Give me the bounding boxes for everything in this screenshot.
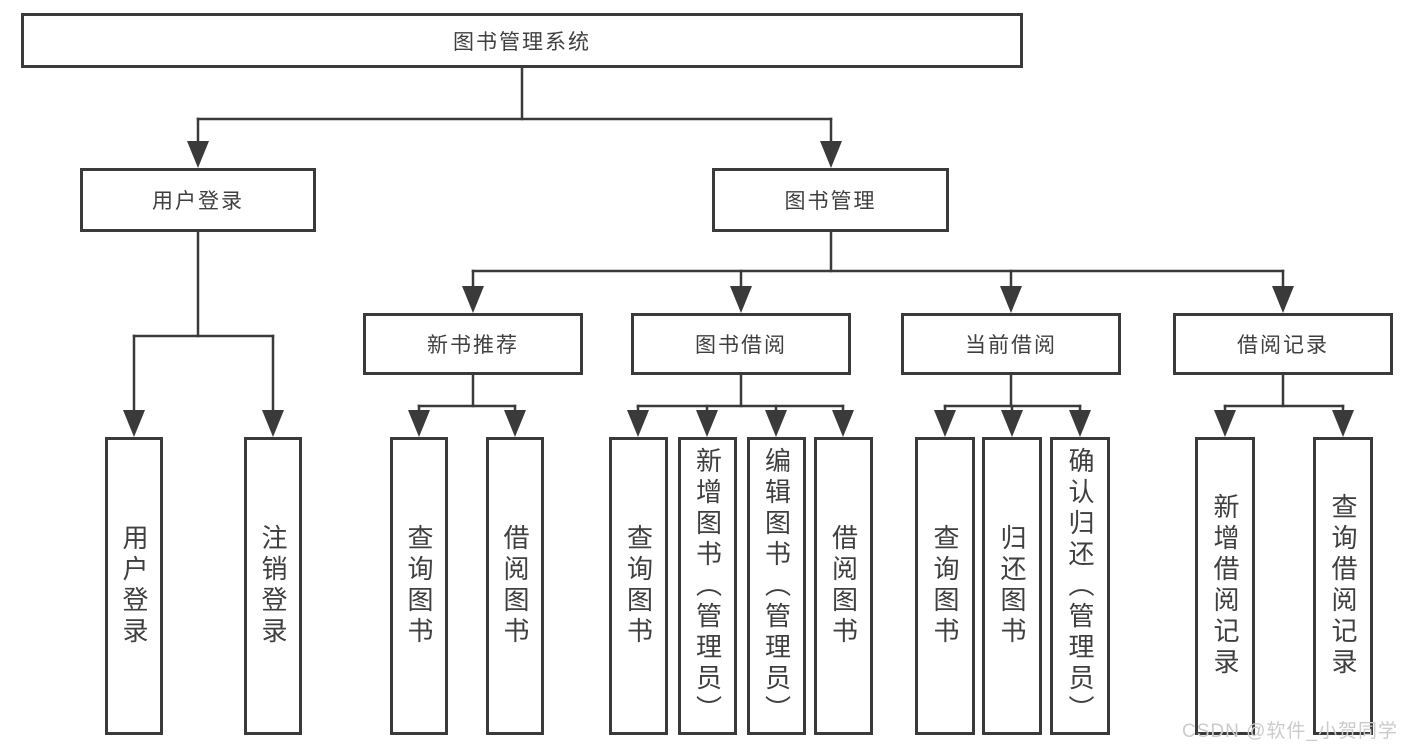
leaf-return-book: 归还图书	[982, 437, 1042, 735]
node-label: 查询图书	[930, 524, 960, 648]
leaf-borrow-books-recommend: 借阅图书	[486, 437, 544, 735]
node-book-borrowing: 图书借阅	[631, 313, 851, 375]
node-current-borrowing: 当前借阅	[901, 313, 1121, 375]
node-label: 注销登录	[258, 524, 288, 648]
node-library-management-system: 图书管理系统	[21, 13, 1023, 68]
leaf-query-books-recommend: 查询图书	[390, 437, 448, 735]
leaf-edit-book-admin: 编辑图书（管理员）	[747, 437, 806, 735]
node-label: 编辑图书（管理员）	[761, 446, 792, 726]
node-label: 图书管理系统	[453, 30, 591, 54]
leaf-borrow-books-borrowing: 借阅图书	[814, 437, 873, 735]
node-label: 确认归还（管理员）	[1065, 446, 1095, 726]
node-label: 当前借阅	[965, 334, 1057, 357]
node-borrowing-records: 借阅记录	[1173, 313, 1393, 375]
node-label: 借阅图书	[500, 524, 530, 648]
leaf-add-book-admin: 新增图书（管理员）	[678, 437, 737, 735]
node-label: 用户登录	[119, 524, 149, 648]
node-user-login-branch: 用户登录	[80, 168, 316, 232]
node-label: 新书推荐	[427, 334, 519, 357]
node-label: 借阅记录	[1237, 334, 1329, 357]
node-label: 借阅图书	[828, 524, 859, 648]
node-label: 新增图书（管理员）	[692, 446, 723, 726]
node-label: 图书管理	[784, 190, 877, 213]
arrowheads	[123, 141, 1354, 437]
leaf-query-books-current: 查询图书	[915, 437, 975, 735]
node-label: 查询借阅记录	[1328, 493, 1358, 679]
leaf-query-borrow-record: 查询借阅记录	[1313, 437, 1373, 735]
leaf-confirm-return-admin: 确认归还（管理员）	[1050, 437, 1110, 735]
node-book-management-branch: 图书管理	[712, 168, 949, 232]
node-label: 查询图书	[623, 524, 654, 648]
csdn-watermark: CSDN @软件_小贺同学	[1182, 721, 1398, 742]
leaf-query-books-borrowing: 查询图书	[609, 437, 668, 735]
node-new-book-recommendation: 新书推荐	[363, 313, 583, 375]
leaf-logout: 注销登录	[244, 437, 302, 735]
node-label: 用户登录	[152, 190, 244, 213]
node-label: 新增借阅记录	[1210, 493, 1240, 679]
leaf-add-borrow-record: 新增借阅记录	[1195, 437, 1255, 735]
node-label: 查询图书	[404, 524, 434, 648]
node-label: 归还图书	[997, 524, 1027, 648]
leaf-user-login: 用户登录	[105, 437, 163, 735]
node-label: 图书借阅	[695, 334, 787, 357]
